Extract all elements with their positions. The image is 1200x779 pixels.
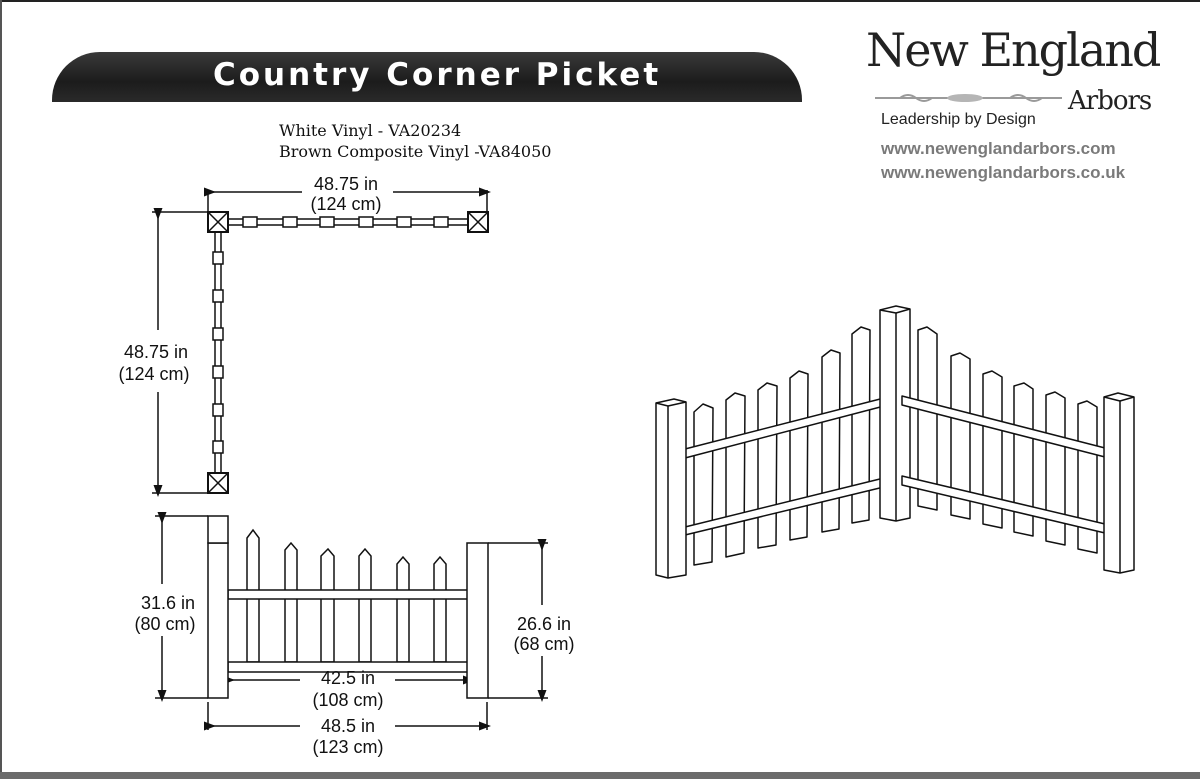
sku-white-vinyl: White Vinyl - VA20234: [279, 121, 462, 140]
panel-width-cm: (108 cm): [312, 690, 383, 710]
overall-width-inches: 48.5 in: [321, 716, 375, 736]
sku-brown-composite: Brown Composite Vinyl -VA84050: [279, 142, 552, 161]
title-banner: [52, 52, 802, 102]
frame-left-border: [0, 0, 2, 779]
side-depth-cm: (124 cm): [118, 364, 189, 384]
panel-width-inches: 42.5 in: [321, 668, 375, 688]
overall-height-cm: (80 cm): [134, 614, 195, 634]
panel-height-cm: (68 cm): [513, 634, 574, 654]
frame-top-border: [0, 0, 1200, 2]
page-title: Country Corner Picket: [213, 57, 662, 93]
brand-tagline: Leadership by Design: [881, 111, 1036, 128]
overall-width-cm: (123 cm): [312, 737, 383, 757]
overall-height-inches: 31.6 in: [141, 593, 195, 613]
isometric-fence-view: [655, 305, 1135, 579]
website-link-com[interactable]: www.newenglandarbors.com: [881, 139, 1116, 158]
website-link-uk[interactable]: www.newenglandarbors.co.uk: [881, 163, 1126, 182]
side-depth-inches: 48.75 in: [124, 342, 188, 362]
top-view-plan: [152, 187, 491, 497]
top-width-cm: (124 cm): [310, 194, 381, 214]
top-width-inches: 48.75 in: [314, 174, 378, 194]
front-elevation: [155, 512, 548, 731]
brand-logo-name: New England: [866, 23, 1161, 77]
brand-logo-subname: Arbors: [1068, 86, 1152, 116]
panel-height-inches: 26.6 in: [517, 614, 571, 634]
frame-bottom-border: [0, 772, 1200, 779]
